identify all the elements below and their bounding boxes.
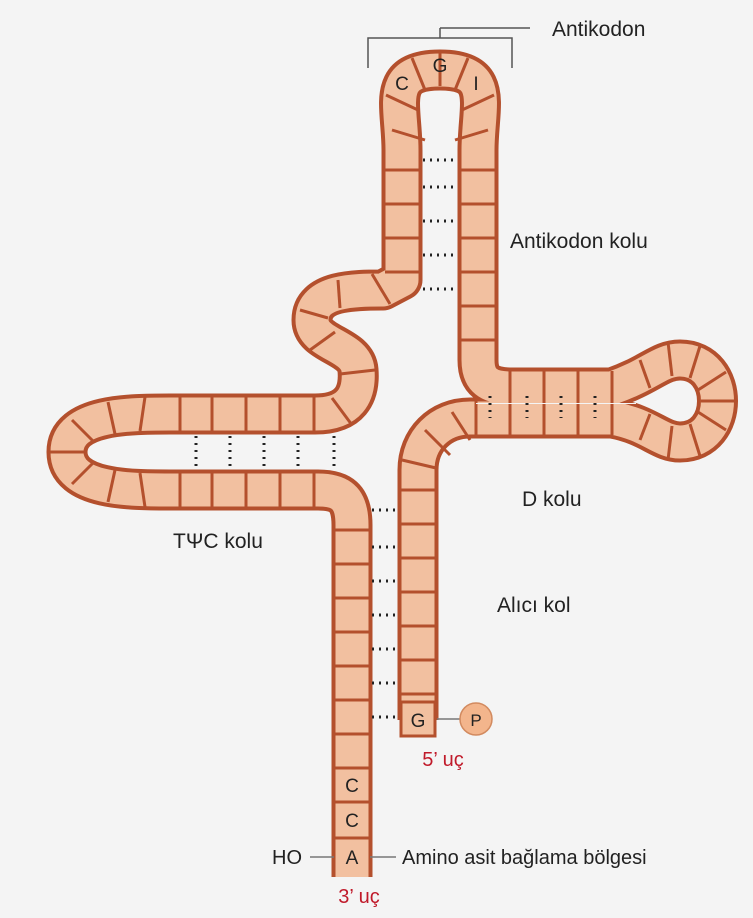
label-tpsic-arm: TΨC kolu (173, 530, 263, 553)
label-anticodon: Antikodon (552, 18, 645, 41)
d-arm-gap (476, 403, 636, 404)
label-three-prime: 3’ uç (338, 886, 380, 908)
strand-fill (67, 70, 718, 877)
tail-base-a: A (346, 848, 359, 869)
tail-base-c1: C (345, 776, 359, 797)
anticodon-base-2: G (433, 56, 448, 77)
label-five-prime: 5’ uç (422, 749, 464, 771)
tail-base-c2: C (345, 811, 359, 832)
label-d-arm: D kolu (522, 488, 582, 511)
label-anticodon-arm: Antikodon kolu (510, 230, 648, 253)
label-ho: HO (272, 847, 302, 869)
anticodon-base-3: I (473, 74, 478, 95)
label-amino-site: Amino asit bağlama bölgesi (402, 847, 647, 869)
label-acceptor-arm: Alıcı kol (497, 594, 571, 617)
anticodon-base-1: C (395, 74, 409, 95)
phosphate-label: P (470, 711, 481, 730)
five-prime-base: G (411, 711, 426, 732)
